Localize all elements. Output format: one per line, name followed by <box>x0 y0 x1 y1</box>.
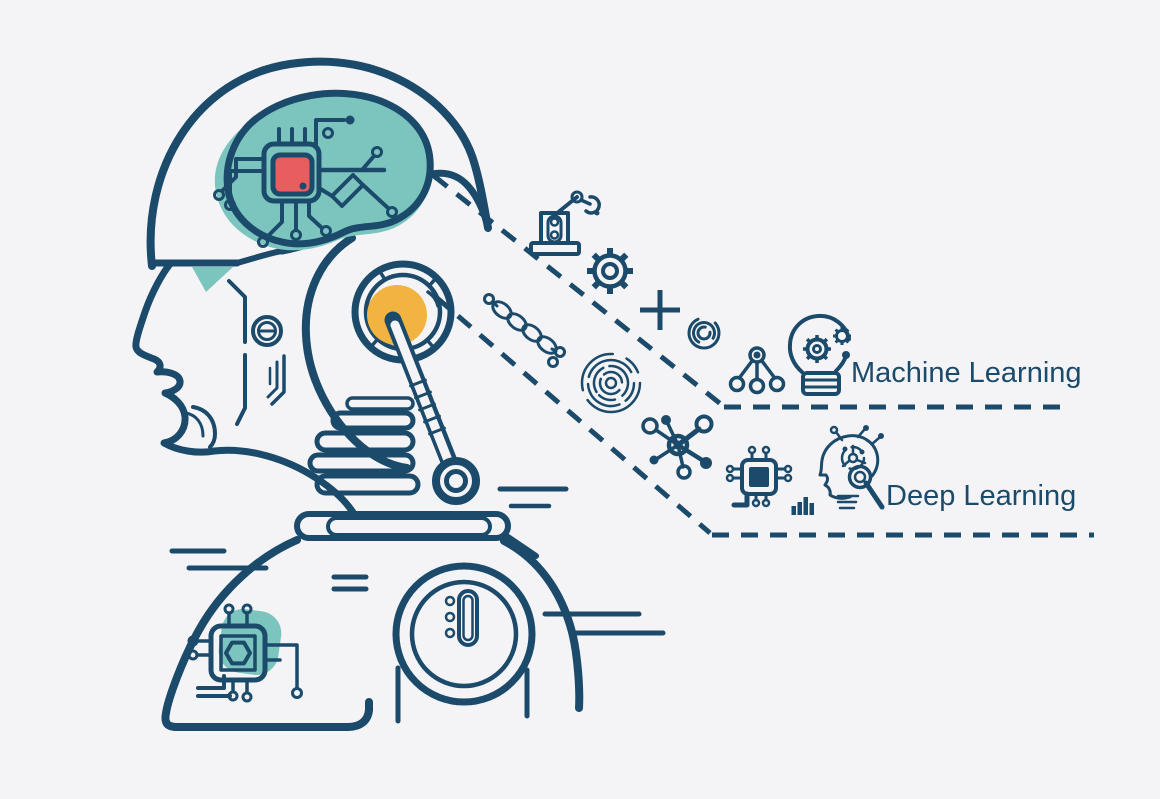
deep-learning-label: Deep Learning <box>886 480 1077 512</box>
plus-icon <box>640 290 680 330</box>
hose-joint-outer <box>432 457 480 505</box>
neck-segments <box>307 396 421 496</box>
eye <box>192 267 233 292</box>
left-shoulder-outline <box>161 536 373 731</box>
cheek-circuit <box>227 279 286 426</box>
dna-icon <box>483 293 566 368</box>
hose-joint-inner <box>444 469 468 493</box>
robot-arm-icon <box>529 190 601 256</box>
dashed-beams <box>432 174 1094 538</box>
collar <box>294 511 511 541</box>
machine-learning-label: Machine Learning <box>851 357 1082 389</box>
ml-beam-diagonal <box>432 174 724 407</box>
ear-housing-arc <box>301 234 411 472</box>
brain-circuit <box>213 115 398 248</box>
right-shoulder-outline <box>500 537 584 712</box>
shoulder-chip <box>187 603 303 703</box>
hose-hatching <box>409 378 446 436</box>
brain <box>213 89 434 251</box>
spiral-icon <box>687 316 721 350</box>
torso <box>161 536 584 731</box>
speed-lines <box>169 486 666 636</box>
ear-core-glint <box>426 290 440 308</box>
chin-guard-inner <box>184 411 205 438</box>
ai-head-icon <box>818 425 885 510</box>
face-profile <box>132 260 358 518</box>
lightbulb-gears-icon <box>787 313 851 396</box>
chest-dial <box>392 562 536 706</box>
chin-guard-outer <box>191 405 217 449</box>
deep-learning-icons <box>641 414 885 515</box>
skull-outline <box>146 57 492 270</box>
fingerprint-icon <box>580 352 642 414</box>
molecule-network-icon <box>641 414 714 480</box>
brain-cpu-core <box>270 152 315 197</box>
microchip-icon <box>725 445 793 508</box>
equals-mark <box>331 574 369 592</box>
shoulder-chip-hexagon <box>224 640 252 666</box>
hose-tube <box>384 311 480 505</box>
gear-icon <box>587 248 633 294</box>
shoulder-chip-blob <box>218 608 282 676</box>
decision-tree-icon <box>728 346 786 395</box>
bar-chart-icon <box>791 497 814 515</box>
machine-learning-icons <box>483 190 851 414</box>
brain-cpu <box>261 141 322 204</box>
brow-to-dome <box>234 248 285 266</box>
ear-ring-ticks <box>368 268 438 350</box>
dl-beam-diagonal <box>434 295 712 535</box>
